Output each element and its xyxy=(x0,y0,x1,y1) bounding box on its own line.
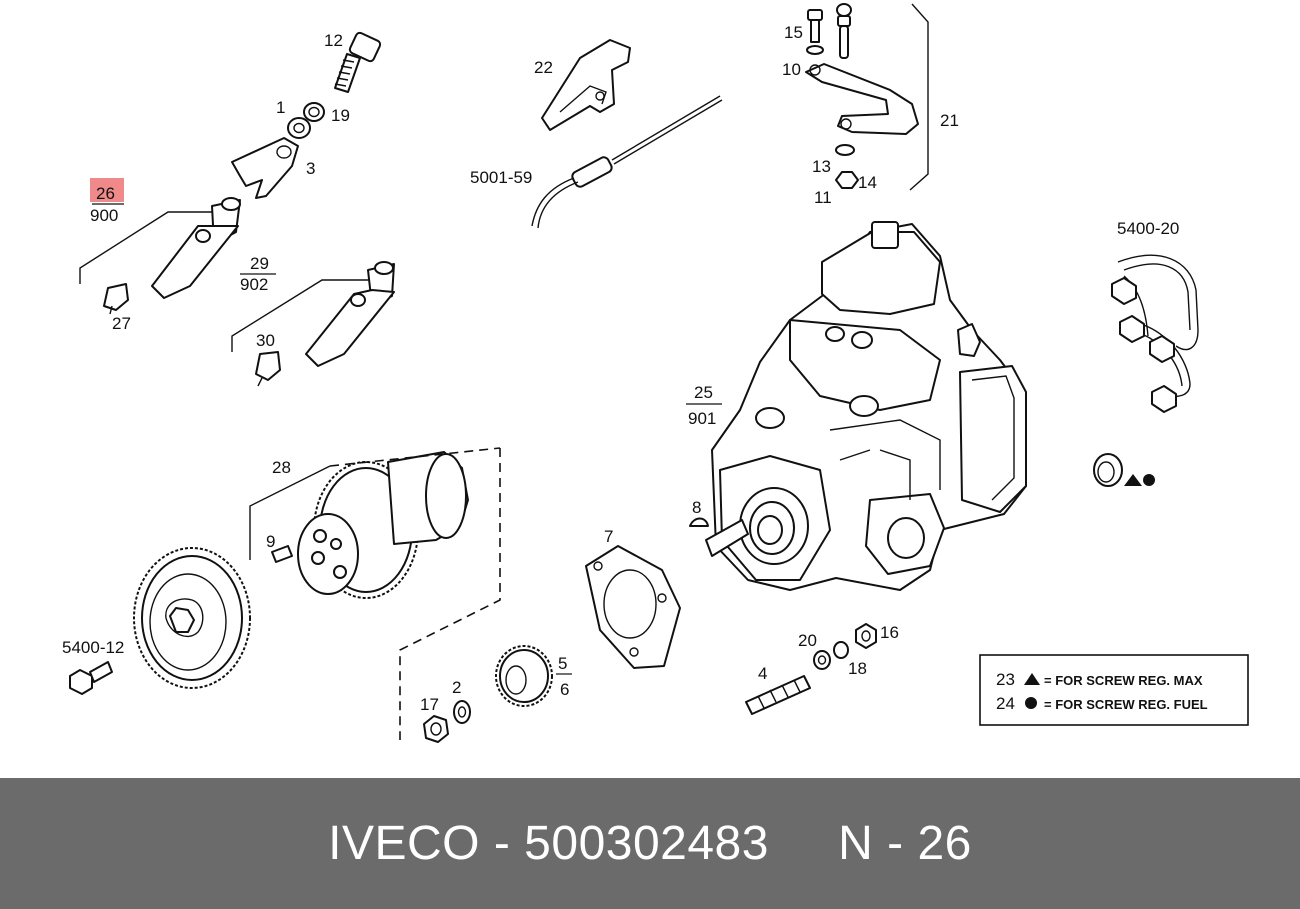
label-10: 10 xyxy=(782,60,801,79)
bolt-5400-12[interactable] xyxy=(69,661,113,695)
separator: - xyxy=(480,817,525,870)
nut-17[interactable] xyxy=(423,715,449,743)
label-21: 21 xyxy=(940,111,959,130)
injector-29[interactable] xyxy=(305,261,395,367)
camshaft-gear-28[interactable] xyxy=(297,451,469,599)
pin-30[interactable] xyxy=(255,351,281,387)
label-5: 5 xyxy=(558,654,567,673)
label-28: 28 xyxy=(272,458,291,477)
injection-pump-25[interactable] xyxy=(705,221,1027,591)
legend-circle-icon xyxy=(1025,697,1037,709)
fuel-lines-5400-20[interactable] xyxy=(1111,254,1199,413)
stud-pin[interactable] xyxy=(836,3,852,59)
pinion-gear-5[interactable] xyxy=(495,645,553,707)
label-7: 7 xyxy=(604,527,613,546)
label-25: 25 xyxy=(694,383,713,402)
drive-gear-5400-12[interactable] xyxy=(133,547,251,689)
nut-16[interactable] xyxy=(855,623,877,649)
label-11: 11 xyxy=(814,188,832,207)
washer-13[interactable] xyxy=(835,144,855,156)
label-26[interactable]: 26 xyxy=(96,184,115,203)
bolt-12[interactable] xyxy=(334,31,382,93)
washer-1[interactable] xyxy=(287,117,311,139)
seal-ring[interactable] xyxy=(1093,453,1123,487)
legend-text-max: = FOR SCREW REG. MAX xyxy=(1044,673,1203,688)
gasket-7[interactable] xyxy=(585,545,681,669)
nut-14[interactable] xyxy=(835,171,859,189)
footer-caption: IVECO - 500302483 N - 26 xyxy=(328,816,972,871)
label-900: 900 xyxy=(90,206,118,225)
stud-4[interactable] xyxy=(745,675,811,715)
legend-text-fuel: = FOR SCREW REG. FUEL xyxy=(1044,697,1208,712)
bracket-21 xyxy=(909,3,929,191)
label-19: 19 xyxy=(331,106,350,125)
label-15: 15 xyxy=(784,23,803,42)
label-5400-12: 5400-12 xyxy=(62,638,124,657)
label-5001-59: 5001-59 xyxy=(470,168,532,187)
label-5400-20: 5400-20 xyxy=(1117,219,1179,238)
label-30: 30 xyxy=(256,331,275,350)
dashed-group-top xyxy=(329,447,501,467)
gap xyxy=(769,817,838,870)
label-13: 13 xyxy=(812,157,831,176)
ref-prefix: N - xyxy=(838,817,918,870)
lever-10[interactable] xyxy=(805,63,919,135)
highlight-26 xyxy=(90,178,124,202)
label-22: 22 xyxy=(534,58,553,77)
label-3: 3 xyxy=(306,159,315,178)
triangle-marker-icon xyxy=(1124,474,1142,486)
label-901: 901 xyxy=(688,409,716,428)
label-16: 16 xyxy=(880,623,899,642)
dashed-group-outline xyxy=(399,448,501,740)
bracket-22[interactable] xyxy=(541,39,631,131)
ref-number: 26 xyxy=(917,817,972,870)
label-12: 12 xyxy=(324,31,343,50)
label-2: 2 xyxy=(452,678,461,697)
legend-num-24: 24 xyxy=(996,694,1015,713)
label-902: 902 xyxy=(240,275,268,294)
washer-2[interactable] xyxy=(453,700,471,724)
label-18: 18 xyxy=(848,659,867,678)
label-6: 6 xyxy=(560,680,569,699)
injector-26[interactable] xyxy=(151,197,241,299)
legend-box: 23 = FOR SCREW REG. MAX 24 = FOR SCREW R… xyxy=(979,654,1249,726)
pin-9[interactable] xyxy=(271,545,293,563)
part-number: 500302483 xyxy=(524,817,769,870)
label-27: 27 xyxy=(112,314,131,333)
legend-triangle-icon xyxy=(1024,673,1040,685)
label-9: 9 xyxy=(266,532,275,551)
brand-name: IVECO xyxy=(328,817,481,870)
washer-19[interactable] xyxy=(303,102,325,122)
label-20: 20 xyxy=(798,631,817,650)
bracket-28 xyxy=(249,465,331,560)
bracket-26 xyxy=(79,211,236,284)
washer-18[interactable] xyxy=(833,641,849,659)
bolt-15[interactable] xyxy=(806,9,824,55)
label-29: 29 xyxy=(250,254,269,273)
label-4: 4 xyxy=(758,664,767,683)
label-14: 14 xyxy=(858,173,877,192)
circle-marker-icon xyxy=(1143,474,1155,486)
label-17: 17 xyxy=(420,695,439,714)
legend-num-23: 23 xyxy=(996,670,1015,689)
footer-bar: IVECO - 500302483 N - 26 xyxy=(0,778,1300,909)
exploded-view: 12 1 19 3 26 900 27 29 902 30 22 5001-59… xyxy=(62,3,1249,743)
key-8[interactable] xyxy=(689,517,709,527)
pin-27[interactable] xyxy=(103,283,129,315)
fork-lever-3[interactable] xyxy=(231,137,299,199)
washer-20[interactable] xyxy=(813,650,831,670)
cable-5001-59[interactable] xyxy=(531,95,723,229)
bracket-29 xyxy=(231,279,378,352)
label-8: 8 xyxy=(692,498,701,517)
label-1: 1 xyxy=(276,98,285,117)
parts-diagram: 12 1 19 3 26 900 27 29 902 30 22 5001-59… xyxy=(62,3,1249,743)
